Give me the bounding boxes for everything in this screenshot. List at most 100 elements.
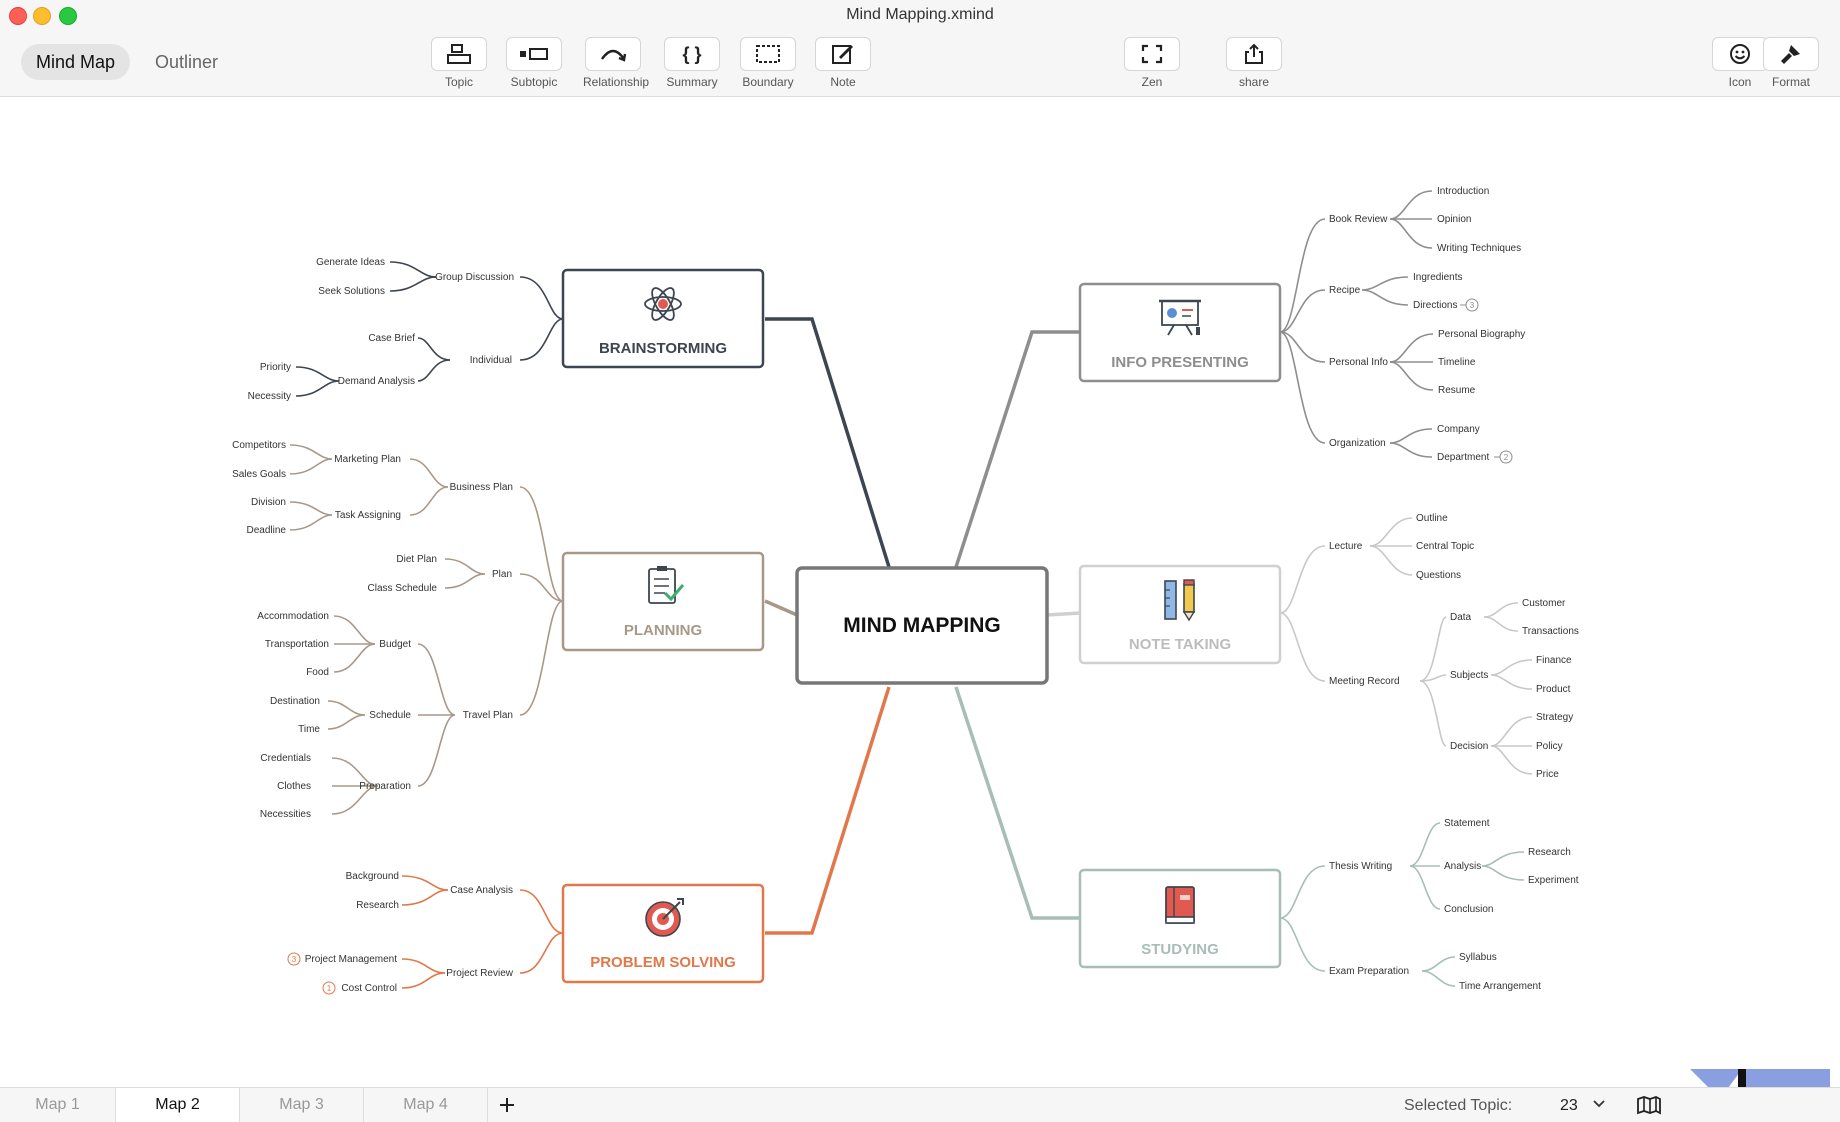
node-meeting-record[interactable]: Meeting Record [1329,676,1400,687]
topic-studying[interactable]: STUDYING [1078,868,1282,969]
node-destination[interactable]: Destination [270,696,320,707]
node-business-plan[interactable]: Business Plan [450,482,513,493]
node-opinion[interactable]: Opinion [1437,214,1471,225]
relationship-tool[interactable]: Relationship [583,37,649,89]
topic-tool[interactable]: Topic [429,37,489,89]
note-button[interactable] [815,37,871,71]
node-analysis[interactable]: Analysis [1444,861,1481,872]
node-central-topic[interactable]: Central Topic [1416,541,1474,552]
node-travel-plan[interactable]: Travel Plan [463,710,513,721]
node-case-analysis[interactable]: Case Analysis [450,885,513,896]
sheet-tab-map-2[interactable]: Map 2 [116,1088,240,1122]
node-credentials[interactable]: Credentials [260,753,311,764]
node-project-review[interactable]: Project Review [446,968,513,979]
node-book-review[interactable]: Book Review [1329,214,1388,225]
cost-control-badge[interactable]: 1 [327,984,332,993]
node-resume[interactable]: Resume [1438,385,1476,396]
tab-outliner[interactable]: Outliner [155,52,219,72]
node-class-schedule[interactable]: Class Schedule [368,583,438,594]
summary-button[interactable]: { } [664,37,720,71]
node-introduction[interactable]: Introduction [1437,186,1489,197]
node-lecture[interactable]: Lecture [1329,541,1363,552]
node-data[interactable]: Data [1450,612,1472,623]
node-timeline[interactable]: Timeline [1438,357,1476,368]
node-division[interactable]: Division [251,497,286,508]
directions-badge[interactable]: 3 [1470,301,1475,310]
node-deadline[interactable]: Deadline [247,525,287,536]
selected-topic-dropdown[interactable] [1592,1096,1606,1115]
zen-tool[interactable]: Zen [1122,37,1182,89]
node-policy[interactable]: Policy [1536,741,1563,752]
node-transactions[interactable]: Transactions [1522,626,1579,637]
node-diet-plan[interactable]: Diet Plan [396,554,437,565]
node-sales-goals[interactable]: Sales Goals [232,469,286,480]
node-company[interactable]: Company [1437,424,1480,435]
topic-problem-solving[interactable]: PROBLEM SOLVING [561,883,765,984]
node-questions[interactable]: Questions [1416,570,1461,581]
node-research-ps[interactable]: Research [356,900,399,911]
node-clothes[interactable]: Clothes [277,781,311,792]
node-department[interactable]: Department [1437,452,1489,463]
note-tool[interactable]: Note [813,37,873,89]
summary-tool[interactable]: { } Summary [662,37,722,89]
icon-button[interactable] [1712,37,1768,71]
sheet-tab-map-3[interactable]: Map 3 [240,1088,364,1122]
zoom-window-button[interactable] [59,7,77,25]
node-outline[interactable]: Outline [1416,513,1448,524]
node-background[interactable]: Background [346,871,399,882]
node-research-st[interactable]: Research [1528,847,1571,858]
topic-planning[interactable]: PLANNING [561,551,765,652]
node-finance[interactable]: Finance [1536,655,1572,666]
share-button[interactable] [1226,37,1282,71]
node-conclusion[interactable]: Conclusion [1444,904,1493,915]
zen-button[interactable] [1124,37,1180,71]
node-marketing-plan[interactable]: Marketing Plan [334,454,401,465]
node-generate-ideas[interactable]: Generate Ideas [316,257,385,268]
node-competitors[interactable]: Competitors [232,440,286,451]
node-exam-preparation[interactable]: Exam Preparation [1329,966,1409,977]
minimize-window-button[interactable] [33,7,51,25]
node-subjects[interactable]: Subjects [1450,670,1488,681]
share-tool[interactable]: share [1224,37,1284,89]
node-project-management[interactable]: Project Management [305,954,397,965]
node-food[interactable]: Food [306,667,329,678]
node-ingredients[interactable]: Ingredients [1413,272,1462,283]
node-personal-biography[interactable]: Personal Biography [1438,329,1525,340]
node-price[interactable]: Price [1536,769,1559,780]
topic-button[interactable] [431,37,487,71]
node-necessities[interactable]: Necessities [260,809,311,820]
node-time[interactable]: Time [298,724,320,735]
node-budget[interactable]: Budget [379,639,411,650]
node-statement[interactable]: Statement [1444,818,1490,829]
sheet-tab-map-4[interactable]: Map 4 [364,1088,488,1122]
node-writing-techniques[interactable]: Writing Techniques [1437,243,1521,254]
topic-brainstorming[interactable]: BRAINSTORMING [561,268,765,369]
node-individual[interactable]: Individual [470,355,512,366]
node-organization[interactable]: Organization [1329,438,1386,449]
department-badge[interactable]: 2 [1504,453,1509,462]
project-management-badge[interactable]: 3 [292,955,297,964]
node-task-assigning[interactable]: Task Assigning [335,510,401,521]
node-thesis-writing[interactable]: Thesis Writing [1329,861,1392,872]
boundary-tool[interactable]: Boundary [738,37,798,89]
subtopic-button[interactable] [506,37,562,71]
relationship-button[interactable] [585,37,641,71]
node-customer[interactable]: Customer [1522,598,1566,609]
node-case-brief[interactable]: Case Brief [368,333,415,344]
node-transportation[interactable]: Transportation [265,639,329,650]
node-time-arrangement[interactable]: Time Arrangement [1459,981,1541,992]
subtopic-tool[interactable]: Subtopic [504,37,564,89]
topic-note-taking[interactable]: NOTE TAKING [1078,564,1282,665]
boundary-button[interactable] [740,37,796,71]
node-preparation[interactable]: Preparation [359,781,411,792]
node-product[interactable]: Product [1536,684,1571,695]
node-experiment[interactable]: Experiment [1528,875,1579,886]
node-accommodation[interactable]: Accommodation [257,611,329,622]
topic-info-presenting[interactable]: INFO PRESENTING [1078,282,1282,383]
node-syllabus[interactable]: Syllabus [1459,952,1497,963]
sheet-tab-map-1[interactable]: Map 1 [0,1088,116,1122]
node-necessity[interactable]: Necessity [248,391,291,402]
node-group-discussion[interactable]: Group Discussion [435,272,514,283]
format-tool[interactable]: Format [1761,37,1821,89]
node-strategy[interactable]: Strategy [1536,712,1573,723]
